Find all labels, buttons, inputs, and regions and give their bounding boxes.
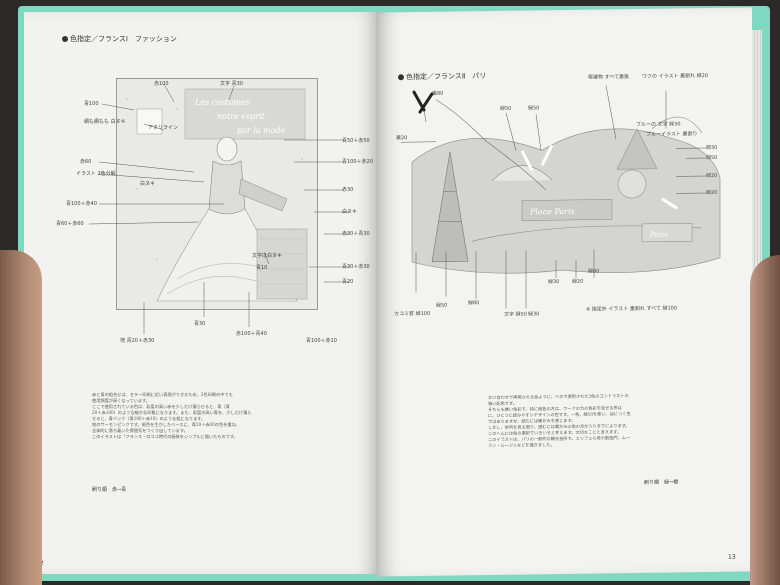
label: 緑20 xyxy=(706,189,717,196)
label: 緑50 xyxy=(500,105,511,112)
right-hand xyxy=(750,255,780,585)
label: 青100＋赤40 xyxy=(66,200,97,207)
left-hand xyxy=(0,250,42,585)
right-note: ※ 指定外 イラスト 墨割れ すべて 緑100 xyxy=(586,304,677,312)
label: 赤30 xyxy=(342,186,353,193)
label: 緑50 xyxy=(528,104,539,111)
right-print-order: 刷り順 緑→橙 xyxy=(644,478,678,485)
label: 文字は白ヌキ xyxy=(252,252,282,259)
left-leader-lines xyxy=(24,12,380,574)
label: 緑60 xyxy=(588,268,599,275)
label: イラスト 2色分解 xyxy=(76,170,116,177)
label: 緑50 xyxy=(706,154,717,161)
label: 青20 xyxy=(342,278,353,285)
label: 緑20 xyxy=(706,172,717,179)
label: カコミ罫 緑100 xyxy=(394,310,430,318)
label: 白ヌキ xyxy=(342,208,357,215)
label: 青100＋赤20 xyxy=(342,158,373,165)
label: 赤60 xyxy=(80,158,91,165)
label: ワクの イラスト 墨割れ 緑20 xyxy=(642,72,708,80)
text-line: このイラストは「フランス・ロココ時代の服装をシンプルに描いたものです。 xyxy=(92,434,332,440)
right-body-text: かけ合わせで再現される色ように、ベタで使用された2色のコントラストの 強い配色で… xyxy=(488,392,738,449)
label: ブルーイラスト 墨割り xyxy=(646,130,698,138)
label: 赤100＋青40 xyxy=(236,330,267,337)
label: 白ヌキ xyxy=(140,180,155,187)
label: 文字 緑50 xyxy=(504,311,527,318)
label: 青50＋赤50 xyxy=(342,137,370,144)
label: 緑30 xyxy=(548,278,559,285)
label: ブルーの 文字 緑30 xyxy=(636,120,681,128)
label: 青60＋赤60 xyxy=(56,220,84,227)
label: 塚建物 すべて墨抜 xyxy=(588,73,629,81)
label: 緑50 xyxy=(436,302,447,309)
right-page-number: 13 xyxy=(728,554,736,561)
label: 青100＋赤10 xyxy=(306,337,337,344)
left-body-text: 赤と青の組合せは、セラー印刷に近い表現ができるため、2色印刷の中でも 使用頻度が… xyxy=(92,392,332,440)
label: 赤100 xyxy=(154,80,169,87)
label: 地 青20＋赤30 xyxy=(120,337,154,344)
label: 黄20 xyxy=(396,134,407,141)
label: 青100 xyxy=(84,100,99,107)
right-page: 色指定／フランスⅡ パリ Place Paris Paris xyxy=(376,7,752,576)
label: 青30 xyxy=(194,320,205,327)
label: 青30＋赤30 xyxy=(342,263,370,270)
left-print-order: 刷り順 赤→青 xyxy=(92,486,126,493)
label: 緑30 xyxy=(706,144,717,151)
label: 赤30＋青30 xyxy=(342,230,370,237)
label: アタリライン xyxy=(148,124,178,131)
label: 墨80 xyxy=(432,90,443,97)
label: 網も網もも 白ヌキ xyxy=(84,118,126,125)
left-page: 色指定／フランスⅠ ファッション Les costumes notre espr… xyxy=(24,12,380,574)
label: 文字 青30 xyxy=(220,80,243,87)
label: 緑30 xyxy=(528,310,539,317)
label: 青10 xyxy=(256,264,267,271)
label: 緑80 xyxy=(468,299,479,306)
label: 緑20 xyxy=(572,278,583,285)
